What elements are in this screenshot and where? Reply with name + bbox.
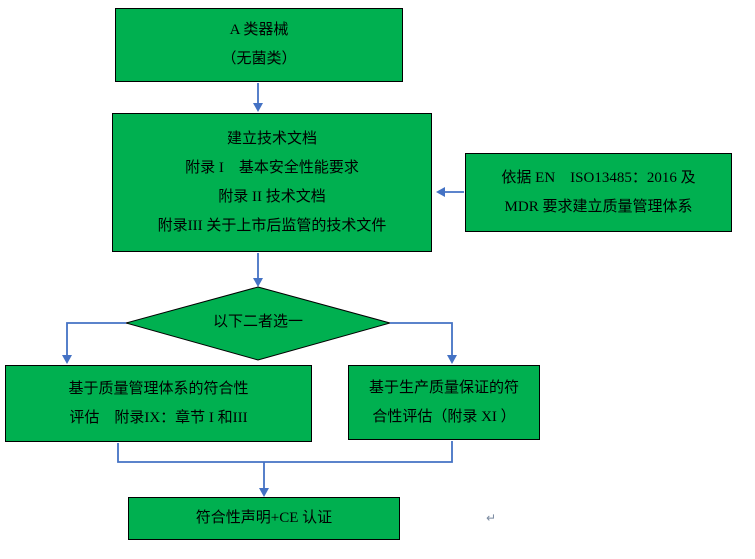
tech-doc-line3: 附录 II 技术文档 bbox=[218, 188, 326, 205]
tech-doc-line4: 附录III 关于上市后监管的技术文件 bbox=[157, 217, 387, 234]
paragraph-return-mark: ↵ bbox=[486, 511, 497, 525]
device-class-line2: （无菌类） bbox=[221, 51, 297, 67]
declaration-label: 符合性声明+CE 认证 bbox=[195, 510, 333, 526]
tech-doc-line2: 附录 I 基本安全性能要求 bbox=[185, 159, 359, 176]
qms-line1: 依据 EN ISO13485：2016 及 bbox=[501, 169, 696, 186]
production-route-line2: 合性评估（附录 XI ） bbox=[372, 408, 516, 425]
device-class-line1: A 类器械 bbox=[229, 22, 289, 38]
node-device-class: A 类器械 （无菌类） bbox=[115, 8, 403, 82]
node-declaration: 符合性声明+CE 认证 bbox=[128, 497, 400, 540]
qms-route-line1: 基于质量管理体系的符合性 bbox=[68, 380, 249, 397]
production-route-line1: 基于生产质量保证的符 bbox=[368, 379, 519, 396]
tech-doc-line1: 建立技术文档 bbox=[226, 130, 317, 147]
qms-route-line2: 评估 附录IX：章节 I 和III bbox=[69, 409, 248, 426]
arrowhead-junction-to-declaration bbox=[259, 488, 269, 497]
arrowhead-deviceclass-to-techdoc bbox=[253, 103, 263, 112]
node-qms-requirement: 依据 EN ISO13485：2016 及 MDR 要求建立质量管理体系 bbox=[465, 153, 732, 232]
wire-right-option-to-junction bbox=[264, 441, 453, 463]
node-qms-route: 基于质量管理体系的符合性 评估 附录IX：章节 I 和III bbox=[5, 365, 312, 442]
decision-label: 以下二者选一 bbox=[212, 314, 303, 330]
arrowhead-decision-to-right-option bbox=[447, 355, 457, 364]
arrowhead-techdoc-to-decision bbox=[253, 278, 263, 287]
arrowhead-decision-to-left-option bbox=[62, 355, 72, 364]
arrowhead-qms-to-techdoc bbox=[436, 187, 445, 197]
arrow-decision-to-left-option bbox=[66, 322, 126, 356]
wire-left-option-to-junction bbox=[117, 443, 264, 463]
decision-diamond-shape bbox=[124, 286, 392, 361]
qms-line2: MDR 要求建立质量管理体系 bbox=[504, 198, 693, 215]
node-technical-documentation: 建立技术文档 附录 I 基本安全性能要求 附录 II 技术文档 附录III 关于… bbox=[112, 113, 432, 252]
arrow-decision-to-right-option bbox=[390, 322, 453, 356]
node-production-route: 基于生产质量保证的符 合性评估（附录 XI ） bbox=[348, 365, 540, 440]
